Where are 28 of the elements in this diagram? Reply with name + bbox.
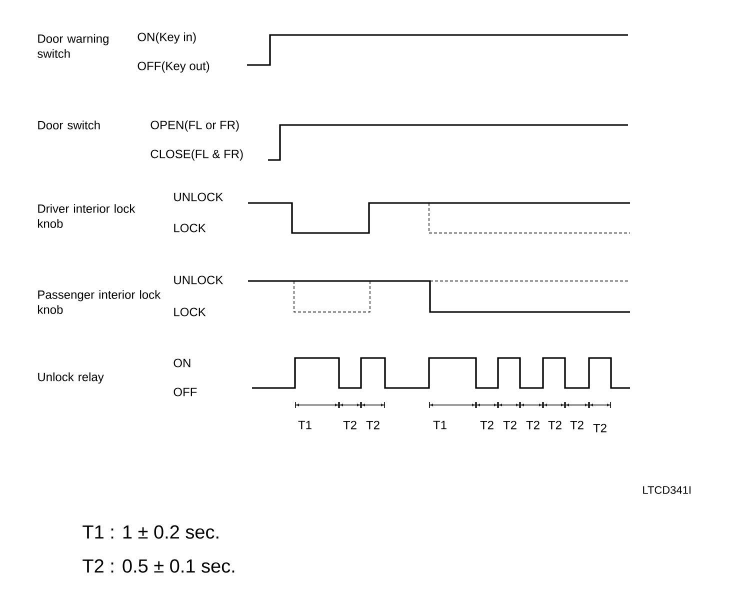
- level-label: LOCK: [174, 308, 206, 316]
- figure-code: LTCD341I: [643, 486, 690, 494]
- time-label: T2: [366, 420, 380, 430]
- signal-name: Door warning switch: [38, 34, 108, 58]
- note: T1 : 1 ± 0.2 sec.: [82, 525, 218, 539]
- time-label: T2: [526, 420, 540, 430]
- level-label: OFF(Key out): [138, 61, 210, 73]
- time-label: T2: [503, 420, 516, 430]
- time-label: T2: [548, 420, 562, 430]
- signal-name: Unlock relay: [38, 372, 104, 384]
- level-label: ON: [174, 358, 190, 368]
- level-label: UNLOCK: [174, 276, 224, 284]
- time-label: T2: [570, 420, 584, 430]
- time-label: T1: [433, 420, 446, 430]
- time-label: T1: [298, 420, 312, 430]
- level-label: UNLOCK: [174, 192, 224, 202]
- time-label: T2: [480, 420, 494, 430]
- level-label: LOCK: [174, 224, 206, 232]
- level-label: CLOSE(FL & FR): [150, 149, 243, 161]
- note: T2 : 0.5 ± 0.1 sec.: [82, 559, 234, 573]
- signal-name: Passenger interior lock knob: [38, 290, 161, 314]
- signal-name: Driver interior lock knob: [38, 204, 136, 228]
- time-label: T2: [593, 424, 606, 432]
- level-label: ON(Key in): [138, 32, 196, 44]
- signal-name: Door switch: [38, 120, 100, 130]
- level-label: OFF: [174, 388, 197, 396]
- time-label: T2: [343, 420, 356, 430]
- level-label: OPEN(FL or FR): [150, 120, 239, 132]
